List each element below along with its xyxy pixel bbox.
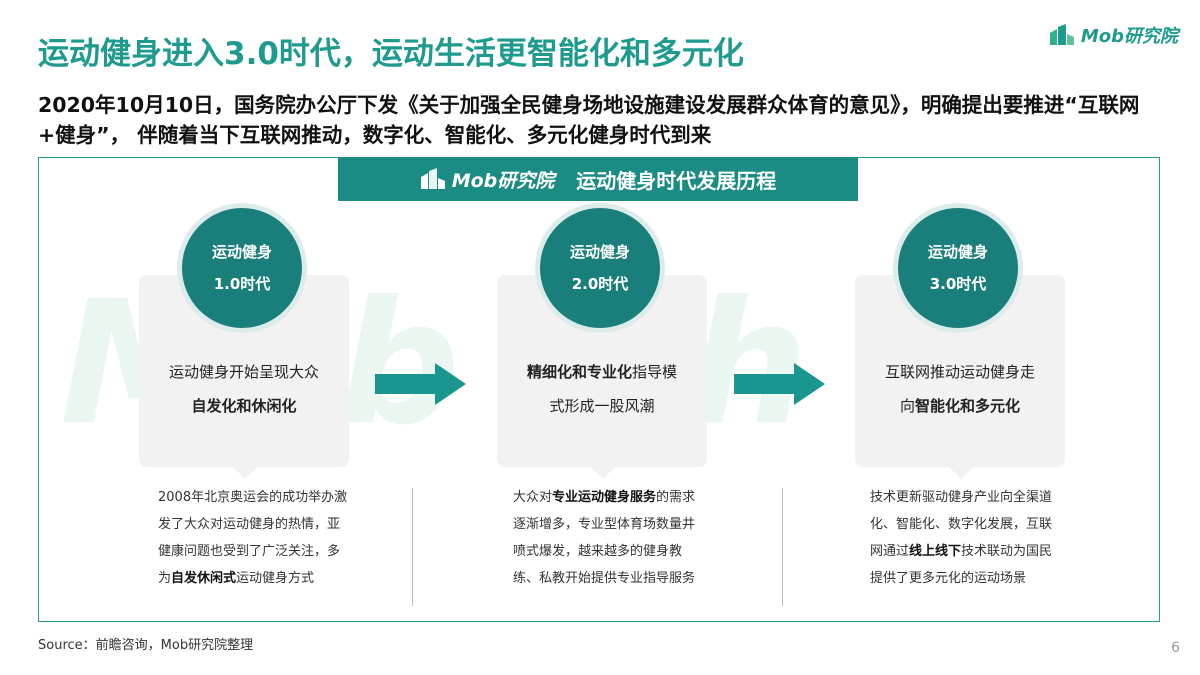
stage-1-circle-line1: 运动健身 — [211, 243, 272, 261]
source-note: Source：前瞻咨询，Mob研究院整理 — [38, 638, 254, 653]
building-logo-icon — [420, 168, 445, 189]
stage-3-text-pre: 向 — [899, 397, 915, 415]
stage-1-desc-bold: 自发休闲式 — [171, 571, 237, 586]
stage-2-desc-pre: 大众对 — [513, 490, 553, 505]
stage-1-text-line2: 自发化和休闲化 — [191, 397, 297, 415]
stage-2-desc-rest: 的需求逐渐增多，专业型体育场数量井喷式爆发，越来越多的健身教练、私教开始提供专业… — [513, 490, 696, 586]
stage-2-circle-line1: 运动健身 — [569, 243, 630, 261]
stage-2-desc-bold: 专业运动健身服务 — [552, 490, 657, 505]
brand-name: Mob研究院 — [1080, 26, 1178, 47]
divider-1 — [412, 488, 413, 606]
slide-title: 运动健身进入3.0时代，运动生活更智能化和多元化 — [38, 36, 744, 72]
page-number: 6 — [1171, 640, 1180, 656]
stage-2-text-rest: 指导模 — [632, 363, 678, 381]
stage-3-circle: 运动健身 3.0时代 — [893, 203, 1023, 333]
stage-1-description: 2008年北京奥运会的成功举办激发了大众对运动健身的热情，亚健康问题也受到了广泛… — [158, 484, 348, 592]
stage-3-text: 互联网推动运动健身走 向智能化和多元化 — [855, 355, 1065, 423]
stage-3-description: 技术更新驱动健身产业向全渠道化、智能化、数字化发展，互联网通过线上线下技术联动为… — [870, 484, 1060, 592]
stage-3-circle-line1: 运动健身 — [927, 243, 988, 261]
right-arrow-icon — [734, 363, 825, 405]
stage-3-text-line1: 互联网推动运动健身走 — [884, 363, 1035, 381]
stage-2-circle: 运动健身 2.0时代 — [535, 203, 665, 333]
stage-3-desc-text: 技术更新驱动健身产业向全渠道化、智能化、数字化发展，互联网通过 — [870, 490, 1053, 559]
stage-1-text-line1: 运动健身开始呈现大众 — [168, 363, 319, 381]
divider-2 — [782, 488, 783, 606]
stage-3-desc-tail: 技术联动为国民提供了更多元化的运动场景 — [870, 544, 1053, 586]
stage-2-text-bold: 精细化和专业化 — [526, 363, 632, 381]
stage-1-desc-tail: 运动健身方式 — [236, 571, 315, 586]
section-banner: Mob研究院 运动健身时代发展历程 — [338, 157, 858, 201]
stage-2-circle-line2: 2.0时代 — [571, 275, 629, 293]
banner-brand: Mob研究院 — [451, 169, 555, 192]
stage-1-circle: 运动健身 1.0时代 — [177, 203, 307, 333]
stage-2-description: 大众对专业运动健身服务的需求逐渐增多，专业型体育场数量井喷式爆发，越来越多的健身… — [513, 484, 703, 592]
brand-logo: Mob研究院 — [1049, 22, 1178, 48]
stage-3-circle-line2: 3.0时代 — [929, 275, 987, 293]
stage-2-text-line2: 式形成一股风潮 — [549, 397, 655, 415]
stage-1-desc-text: 2008年北京奥运会的成功举办激发了大众对运动健身的热情，亚健康问题也受到了广泛… — [158, 490, 348, 586]
building-logo-icon — [1049, 24, 1074, 45]
right-arrow-icon — [375, 363, 466, 405]
stage-1-text: 运动健身开始呈现大众 自发化和休闲化 — [139, 355, 349, 423]
stage-1-circle-line2: 1.0时代 — [213, 275, 271, 293]
stage-3-text-bold: 智能化和多元化 — [915, 397, 1021, 415]
stage-2-text: 精细化和专业化指导模 式形成一股风潮 — [497, 355, 707, 423]
banner-title: 运动健身时代发展历程 — [576, 168, 777, 193]
slide-subtitle: 2020年10月10日，国务院办公厅下发《关于加强全民健身场地设施建设发展群众体… — [38, 93, 1140, 147]
stage-3-desc-bold: 线上线下 — [909, 544, 962, 559]
banner-logo: Mob研究院 — [420, 166, 555, 193]
